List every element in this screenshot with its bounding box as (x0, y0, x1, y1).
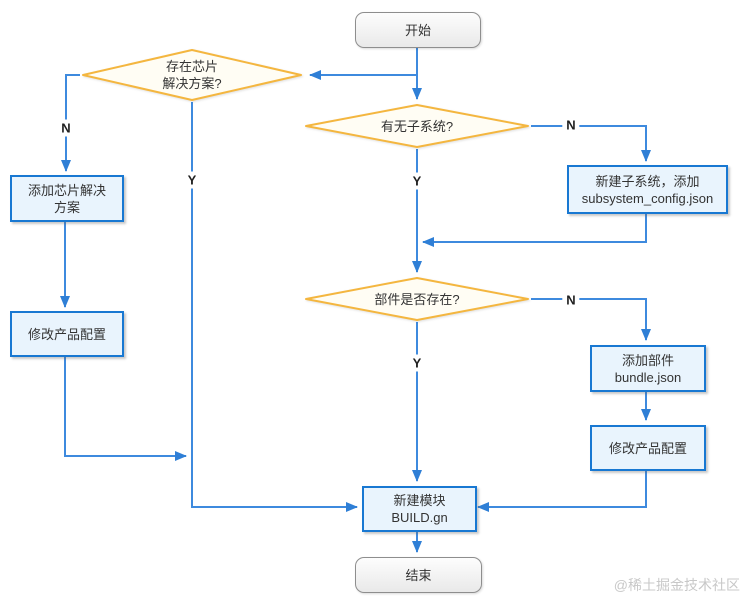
node-modify-right-label: 修改产品配置 (608, 440, 687, 456)
node-start: 开始 (355, 12, 481, 48)
node-modify-left-label: 修改产品配置 (27, 326, 106, 342)
edge-chip-no-to-add-chip (61, 74, 80, 172)
node-add-bundle-label: 添加部件 bundle.json (614, 352, 682, 385)
node-new-subsystem: 新建子系统，添加 subsystem_config.json (567, 165, 728, 214)
diamond-shape (305, 104, 529, 148)
node-add-bundle: 添加部件 bundle.json (590, 345, 706, 392)
node-decision-subsystem: 有无子系统? (303, 103, 531, 149)
node-new-subsystem-label: 新建子系统，添加 subsystem_config.json (581, 173, 714, 206)
branch-label-subsystem-no: N (562, 116, 580, 134)
node-new-module-label: 新建模块 BUILD.gn (391, 493, 448, 525)
watermark: @稀土掘金技术社区 (613, 577, 740, 593)
node-modify-product-config-right: 修改产品配置 (590, 425, 706, 471)
branch-label-component-no: N (562, 291, 580, 309)
node-decision-component: 部件是否存在? (303, 276, 531, 322)
node-decision-chip-solution: 存在芯片 解决方案? (80, 48, 304, 102)
node-end: 结束 (355, 557, 482, 593)
node-start-label: 开始 (404, 22, 431, 38)
node-end-label: 结束 (405, 567, 432, 583)
node-new-module: 新建模块 BUILD.gn (362, 486, 477, 532)
branch-label-component-yes: Y (408, 354, 426, 372)
edge-component-no-to-add-bundle (531, 298, 651, 341)
edge-new-subsystem-join (422, 210, 647, 247)
node-decision-subsystem-label: 有无子系统? (380, 118, 454, 134)
branch-label-chip-yes: Y (183, 171, 201, 189)
node-decision-chip-label: 存在芯片 解决方案? (162, 59, 222, 91)
edge-chip-yes-to-new-module (191, 102, 358, 512)
edge-subsystem-no-to-new-subsystem (531, 125, 651, 162)
diamond-shape (305, 277, 529, 321)
edge-modify-right-to-new-module (477, 467, 647, 512)
diamond-shape (82, 49, 302, 101)
edge-modify-left-join (64, 353, 187, 461)
node-add-chip-solution: 添加芯片解决 方案 (10, 175, 124, 222)
node-decision-component-label: 部件是否存在? (374, 291, 460, 307)
branch-label-subsystem-yes: Y (408, 172, 426, 190)
node-add-chip-label: 添加芯片解决 方案 (27, 182, 106, 215)
node-modify-product-config-left: 修改产品配置 (10, 311, 124, 357)
branch-label-chip-no: N (57, 119, 75, 137)
